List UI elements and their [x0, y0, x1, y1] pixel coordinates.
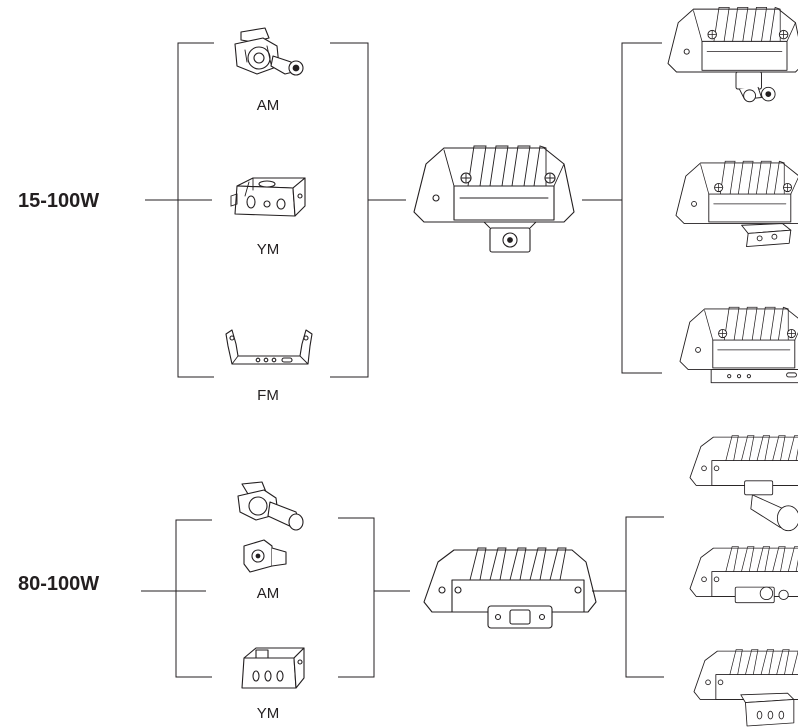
floodlight-fixture-icon	[423, 547, 597, 629]
right-bracket	[330, 42, 406, 378]
mount-label: YM	[257, 241, 280, 258]
floodlight-with-yoke-box-icon	[693, 649, 798, 727]
floodlight-with-arm-mount-icon	[667, 6, 798, 103]
left-bracket	[175, 519, 212, 678]
right-bracket	[338, 517, 410, 678]
mount-label: AM	[257, 97, 280, 114]
arm-mount-icon	[237, 481, 304, 531]
arm-adapter-icon	[243, 539, 287, 573]
yoke-mount-icon	[241, 647, 305, 689]
arm-mount-icon	[234, 27, 304, 76]
floodlight-fixture-icon	[413, 145, 575, 253]
mount-label: AM	[257, 585, 280, 602]
right-bracket	[621, 42, 662, 374]
wattage-label: 15-100W	[18, 190, 99, 212]
mount-label: FM	[257, 387, 279, 404]
flat-bracket-mount-icon	[225, 329, 313, 365]
wattage-label: 80-100W	[18, 573, 99, 595]
floodlight-with-flat-bracket-icon	[679, 306, 798, 384]
floodlight-with-yoke-mount-icon	[689, 546, 798, 604]
mount-label: YM	[257, 705, 280, 722]
floodlight-with-yoke-mount-icon	[675, 160, 798, 248]
floodlight-with-arm-mount-icon	[689, 435, 798, 532]
left-bracket	[177, 42, 214, 378]
yoke-mount-icon	[230, 177, 306, 217]
right-bracket	[625, 516, 664, 678]
